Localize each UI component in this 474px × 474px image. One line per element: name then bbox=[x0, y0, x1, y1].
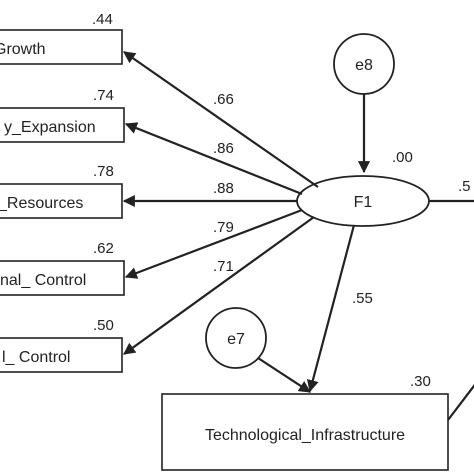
arrow-f1-to-technological-infrastructure bbox=[306, 224, 356, 393]
loading-label-expansion: .86 bbox=[213, 140, 234, 157]
error-label: e8 bbox=[355, 57, 373, 74]
outcome-technological-infrastructure: Technological_Infrastructure .30 bbox=[161, 373, 449, 471]
r-squared-label: .62 bbox=[93, 240, 114, 257]
arrow-f1-to-control bbox=[123, 216, 315, 355]
indicator-label: Growth bbox=[0, 41, 46, 58]
indicator-label: y_Expansion bbox=[4, 119, 96, 136]
indicator-box bbox=[0, 183, 123, 219]
indicator-box bbox=[0, 29, 123, 65]
indicator-expansion: y_Expansion .74 bbox=[0, 87, 125, 143]
r-squared-label: .74 bbox=[93, 87, 114, 104]
outcome-label: Technological_Infrastructure bbox=[205, 427, 405, 444]
edge-outcome-to-right bbox=[447, 384, 474, 421]
error-e7: e7 bbox=[205, 307, 267, 369]
path-label-technological-infrastructure: .55 bbox=[352, 290, 373, 307]
latent-label: F1 bbox=[354, 194, 373, 211]
loading-label-growth: .66 bbox=[213, 91, 234, 108]
loading-label-internal-control: .79 bbox=[213, 219, 234, 236]
arrow-f1-to-growth bbox=[123, 51, 319, 188]
r-squared-label: .78 bbox=[93, 163, 114, 180]
arrow-f1-to-expansion bbox=[124, 122, 303, 196]
outcome-box bbox=[161, 393, 449, 471]
indicator-label: l_ Control bbox=[2, 349, 70, 366]
outcome-r-squared: .30 bbox=[410, 373, 431, 390]
indicator-box bbox=[0, 337, 123, 373]
arrow-f1-to-internal-control bbox=[124, 208, 303, 279]
latent-variance: .00 bbox=[392, 149, 413, 166]
indicator-resources: _Resources .78 bbox=[0, 163, 123, 219]
indicator-internal-control: nal_ Control .62 bbox=[0, 240, 125, 296]
r-squared-label: .44 bbox=[92, 11, 113, 28]
indicator-label: _Resources bbox=[0, 195, 83, 212]
error-circle bbox=[205, 307, 267, 369]
indicator-label: nal_ Control bbox=[0, 272, 86, 289]
indicator-box bbox=[0, 107, 125, 143]
indicator-box bbox=[0, 260, 125, 296]
error-e8: e8 bbox=[333, 33, 395, 95]
loading-label-resources: .88 bbox=[213, 180, 234, 197]
indicator-growth: Growth .44 bbox=[0, 11, 123, 65]
error-label: e7 bbox=[227, 331, 245, 348]
path-label-right: .5 bbox=[458, 178, 471, 195]
indicator-control: l_ Control .50 bbox=[0, 317, 123, 373]
r-squared-label: .50 bbox=[93, 317, 114, 334]
loading-label-control: .71 bbox=[213, 258, 234, 275]
arrow-e7-to-technological-infrastructure bbox=[257, 357, 312, 393]
